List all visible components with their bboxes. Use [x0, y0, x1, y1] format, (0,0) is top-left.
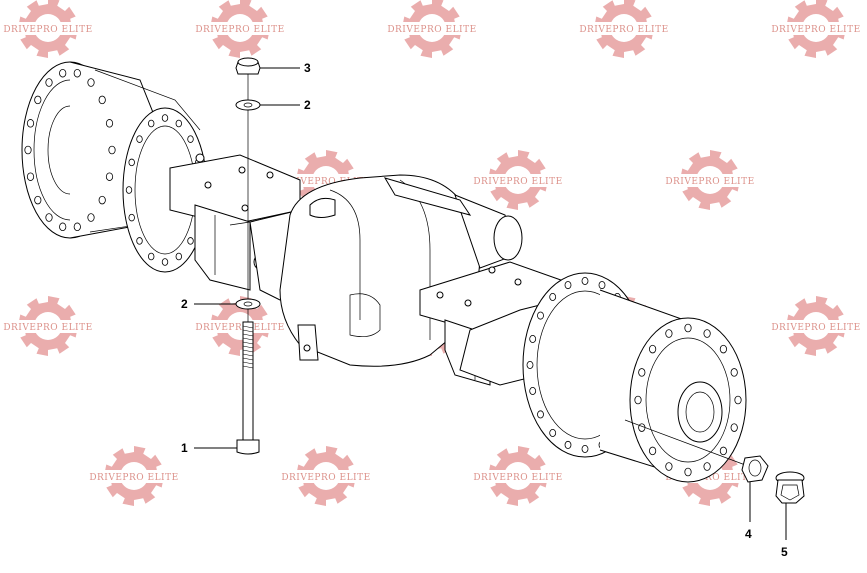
- watermark-text: DRIVEPRO ELITE: [771, 25, 860, 35]
- watermark-text: DRIVEPRO ELITE: [665, 177, 754, 187]
- watermark-text: DRIVEPRO ELITE: [579, 25, 668, 35]
- right-hub-bolts: [634, 323, 742, 477]
- watermark-logo: DRIVEPRO ELITE: [473, 150, 562, 210]
- left-hub-bolts: [24, 68, 116, 232]
- callout-2-bottom: 2: [181, 297, 236, 311]
- callout-layer: 3 2 2 1 4 5: [181, 61, 788, 559]
- watermark-text: DRIVEPRO ELITE: [89, 473, 178, 483]
- watermark-text: DRIVEPRO ELITE: [387, 25, 476, 35]
- watermark-text: DRIVEPRO ELITE: [665, 473, 754, 483]
- callout-number: 2: [181, 297, 188, 311]
- callout-number: 3: [304, 61, 311, 75]
- watermark-text: DRIVEPRO ELITE: [473, 177, 562, 187]
- callout-5: 5: [781, 503, 788, 559]
- callout-2-top: 2: [260, 98, 311, 112]
- callout-number: 1: [181, 441, 188, 455]
- watermark-logo: DRIVEPRO ELITE: [665, 150, 754, 210]
- watermark-text: DRIVEPRO ELITE: [195, 25, 284, 35]
- watermark-text: DRIVEPRO ELITE: [3, 25, 92, 35]
- left-brake-flange: [122, 107, 208, 273]
- watermark-logo: DRIVEPRO ELITE: [579, 0, 668, 58]
- washer-part-2-top: [235, 99, 261, 111]
- watermark-logo: DRIVEPRO ELITE: [771, 296, 860, 356]
- watermark-logo: DRIVEPRO ELITE: [473, 446, 562, 506]
- callout-4: 4: [745, 482, 752, 541]
- right-wheel-hub: [599, 289, 747, 483]
- flange-nut-part-5: [775, 471, 805, 504]
- callout-number: 5: [781, 545, 788, 559]
- callout-1: 1: [181, 441, 237, 455]
- watermark-text: DRIVEPRO ELITE: [281, 473, 370, 483]
- washer-part-2-bottom: [235, 298, 261, 310]
- watermark-text: DRIVEPRO ELITE: [3, 323, 92, 333]
- callout-number: 2: [304, 98, 311, 112]
- watermark-logo: DRIVEPRO ELITE: [3, 0, 92, 58]
- callout-number: 4: [745, 527, 752, 541]
- u-bolt-assembly: [235, 57, 261, 455]
- differential-housing: [279, 174, 523, 367]
- axle-assembly: [21, 57, 805, 504]
- watermark-text: DRIVEPRO ELITE: [473, 473, 562, 483]
- watermark-logo: DRIVEPRO ELITE: [3, 296, 92, 356]
- watermark-logo: DRIVEPRO ELITE: [387, 0, 476, 58]
- watermark-text: DRIVEPRO ELITE: [281, 177, 370, 187]
- watermark-logo: DRIVEPRO ELITE: [771, 0, 860, 58]
- watermark-logo: DRIVEPRO ELITE: [281, 446, 370, 506]
- watermark-text: DRIVEPRO ELITE: [771, 323, 860, 333]
- watermark-logo: DRIVEPRO ELITE: [195, 296, 284, 356]
- watermark-logo: DRIVEPRO ELITE: [195, 0, 284, 58]
- callout-3: 3: [260, 61, 311, 75]
- watermark-text: DRIVEPRO ELITE: [195, 323, 284, 333]
- wheel-nut-part-4: [624, 419, 769, 483]
- bolt-threads: [242, 325, 254, 369]
- watermark-logo: DRIVEPRO ELITE: [89, 446, 178, 506]
